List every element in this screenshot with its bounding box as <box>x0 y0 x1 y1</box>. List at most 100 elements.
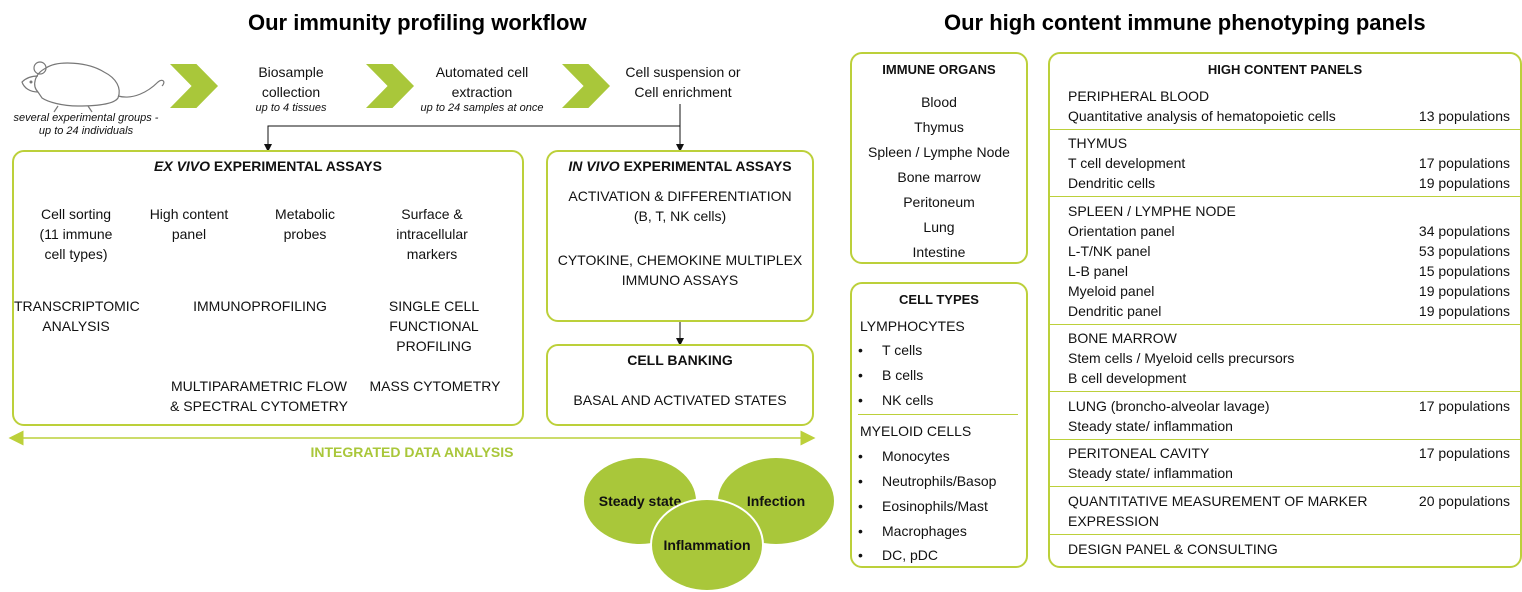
panel-label: PERIPHERAL BLOOD <box>1068 88 1210 104</box>
cell-type-label: Monocytes <box>882 448 950 464</box>
panel-label: DESIGN PANEL & CONSULTING <box>1068 541 1278 557</box>
cell-type-item: • Monocytes <box>858 446 950 466</box>
step-label: Biosample <box>258 64 324 80</box>
flow-line: MULTIPARAMETRIC FLOW <box>170 378 348 394</box>
ex-vivo-box: EX VIVO EXPERIMENTAL ASSAYS Cell sorting… <box>12 150 524 426</box>
metabolic-line: Metabolic <box>275 206 335 222</box>
step-label: Cell enrichment <box>634 84 732 100</box>
metabolic-line: probes <box>283 226 327 242</box>
cell-type-label: NK cells <box>882 392 934 408</box>
cell-type-label: Macrophages <box>882 523 967 539</box>
panel-label: Dendritic cells <box>1068 175 1156 191</box>
cytokine-line: IMMUNO ASSAYS <box>621 272 739 288</box>
step-label: extraction <box>451 84 513 100</box>
activation-line: (B, T, NK cells) <box>633 208 727 224</box>
cell-sorting-line: cell types) <box>44 246 108 262</box>
panel-population: 13 populations <box>1418 108 1510 124</box>
organ-item: Lung <box>923 219 955 235</box>
lymphocytes-heading: LYMPHOCYTES <box>860 318 965 334</box>
panel-label: Dendritic panel <box>1068 303 1162 319</box>
surface-markers: Surface & intracellular markers <box>370 204 494 264</box>
cell-type-item: • Neutrophils/Basop <box>858 471 996 491</box>
cell-types-title: CELL TYPES <box>899 292 979 307</box>
panel-label: L-T/NK panel <box>1068 243 1151 259</box>
flow-cytometry: MULTIPARAMETRIC FLOW & SPECTRAL CYTOMETR… <box>164 376 354 416</box>
cell-type-item: • T cells <box>858 340 922 360</box>
ex-vivo-title-italic: EX VIVO <box>154 158 211 174</box>
mouse-caption-line1: several experimental groups - <box>13 112 159 124</box>
step-sub: up to 4 tissues <box>255 102 327 114</box>
myeloid-heading: MYELOID CELLS <box>860 423 972 439</box>
bullet-icon: • <box>858 473 863 489</box>
organ-item: Intestine <box>912 244 966 260</box>
surface-line: Surface & <box>401 206 463 222</box>
panel-label: Steady state/ inflammation <box>1068 465 1233 481</box>
ex-vivo-title-rest: EXPERIMENTAL ASSAYS <box>210 158 382 174</box>
panel-label: L-B panel <box>1068 263 1128 279</box>
bullet-icon: • <box>858 498 863 514</box>
panel-label: Orientation panel <box>1068 223 1175 239</box>
organ-item: Peritoneum <box>903 194 975 210</box>
cell-type-item: •Macrophages <box>858 521 967 541</box>
cytokine-assays: CYTOKINE, CHEMOKINE MULTIPLEX IMMUNO ASS… <box>548 250 812 290</box>
single-cell-line: FUNCTIONAL PROFILING <box>389 318 479 354</box>
panel-population: 34 populations <box>1418 223 1510 239</box>
single-cell-line: SINGLE CELL <box>388 298 480 314</box>
cell-type-label: DC, pDC <box>882 547 939 563</box>
in-vivo-box: IN VIVO EXPERIMENTAL ASSAYS ACTIVATION &… <box>546 150 814 322</box>
bullet-icon: • <box>858 547 863 563</box>
panel-divider <box>1050 486 1520 487</box>
step-label: collection <box>261 84 321 100</box>
transcriptomic-line: TRANSCRIPTOMIC <box>14 298 140 314</box>
panel-population: 19 populations <box>1418 283 1510 299</box>
panel-label: LUNG (broncho-alveolar lavage) <box>1068 398 1270 414</box>
cell-type-item: • NK cells <box>858 390 933 410</box>
step-suspension: Cell suspension or Cell enrichment <box>608 62 758 102</box>
mouse-caption: several experimental groups - up to 24 i… <box>6 112 166 138</box>
transcriptomic-analysis: TRANSCRIPTOMIC ANALYSIS <box>14 296 140 336</box>
in-vivo-title-rest: EXPERIMENTAL ASSAYS <box>619 158 792 174</box>
panel-label: B cell development <box>1068 370 1187 386</box>
panel-label: EXPRESSION <box>1068 513 1160 529</box>
step-label: Cell suspension or <box>625 64 741 80</box>
panel-divider <box>1050 534 1520 535</box>
ex-vivo-title: EX VIVO EXPERIMENTAL ASSAYS <box>14 158 522 174</box>
flow-line: & SPECTRAL CYTOMETRY <box>170 398 348 414</box>
cell-type-label: B cells <box>882 367 924 383</box>
integrated-data-analysis: INTEGRATED DATA ANALYSIS <box>310 444 514 460</box>
high-content-panel: High content panel <box>138 204 240 244</box>
panel-population: 17 populations <box>1418 445 1510 461</box>
panel-label: BONE MARROW <box>1068 330 1177 346</box>
organ-item: Thymus <box>914 119 964 135</box>
bullet-icon: • <box>858 367 863 383</box>
panel-label: Myeloid panel <box>1068 283 1155 299</box>
panel-label: PERITONEAL CAVITY <box>1068 445 1210 461</box>
cell-sorting-line: (11 immune <box>39 226 113 242</box>
mass-cytometry: MASS CYTOMETRY <box>369 378 501 394</box>
panel-divider <box>1050 391 1520 392</box>
immune-organs-box: IMMUNE ORGANS Blood Thymus Spleen / Lymp… <box>850 52 1028 264</box>
organ-item: Spleen / Lymphe Node <box>868 144 1010 160</box>
activation-line: ACTIVATION & DIFFERENTIATION <box>568 188 792 204</box>
panel-divider <box>1050 439 1520 440</box>
cell-type-label: Neutrophils/Basop <box>882 473 997 489</box>
panel-label: T cell development <box>1068 155 1186 171</box>
bullet-icon: • <box>858 342 863 358</box>
panel-population: 17 populations <box>1418 398 1510 414</box>
surface-line: intracellular <box>396 226 468 242</box>
bullet-icon: • <box>858 392 863 408</box>
immune-organs-title: IMMUNE ORGANS <box>882 62 996 77</box>
high-content-panels-box: HIGH CONTENT PANELS PERIPHERAL BLOOD Qua… <box>1048 52 1522 568</box>
mouse-icon <box>21 61 165 113</box>
step-label: Automated cell <box>435 64 529 80</box>
step-sub: up to 24 samples at once <box>420 102 544 114</box>
cell-type-item: •Eosinophils/Mast <box>858 496 988 516</box>
high-content-line: panel <box>171 226 207 242</box>
cell-type-label: T cells <box>882 342 923 358</box>
cell-banking-box: CELL BANKING BASAL AND ACTIVATED STATES <box>546 344 814 426</box>
workflow-title: Our immunity profiling workflow <box>248 10 587 35</box>
bullet-icon: • <box>858 448 863 464</box>
high-content-panels-title: HIGH CONTENT PANELS <box>1207 62 1363 77</box>
in-vivo-title-italic: IN VIVO <box>568 158 620 174</box>
high-content-line: High content <box>149 206 229 222</box>
